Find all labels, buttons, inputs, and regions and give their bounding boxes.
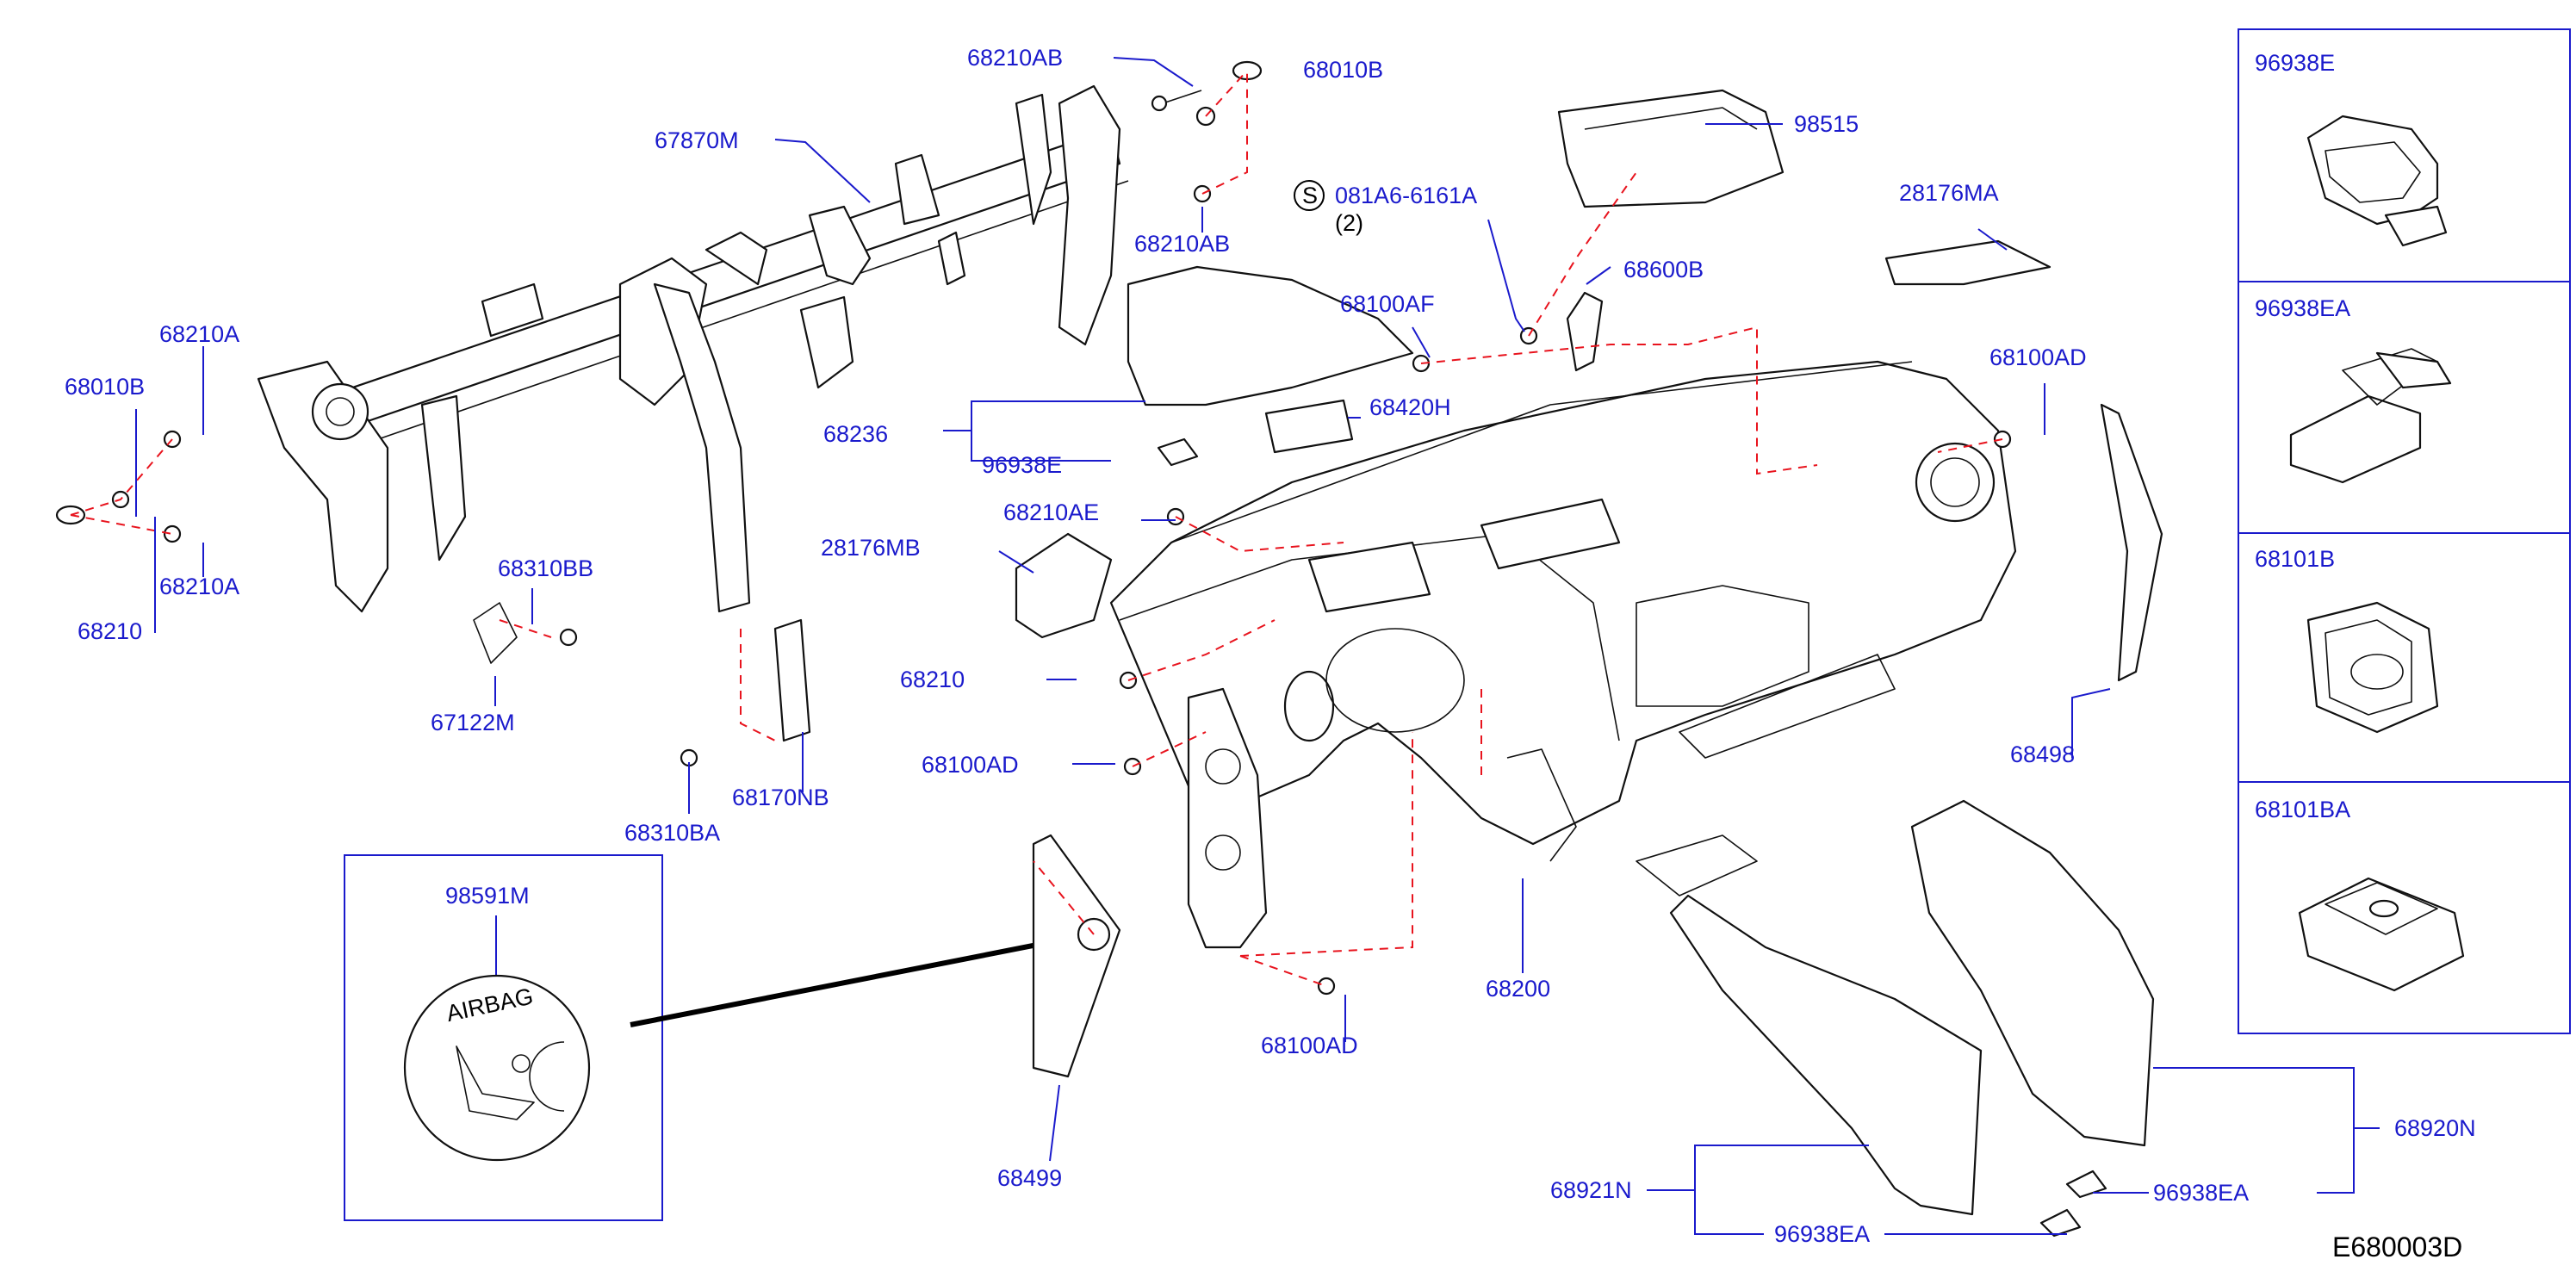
- steering-member-67870M: [257, 84, 1129, 613]
- callout-68498: 68498: [2010, 741, 2075, 767]
- callout-68310BB: 68310BB: [498, 555, 593, 581]
- passenger-airbag-98515: [1557, 89, 1785, 208]
- instrument-panel-68200: [1109, 360, 2017, 949]
- cover-68921N: [1669, 894, 1983, 1216]
- grille-28176MA: [1884, 239, 2051, 286]
- pointer-arrow: [630, 936, 1069, 1027]
- part-68420H-illustration: [1264, 399, 1354, 454]
- airbag-label-disc: [403, 974, 591, 1162]
- callout-labels: 68210AB 68010B 67870M 68210AB S 081A6-61…: [65, 45, 2476, 1262]
- callout-68210-mid: 68210: [900, 667, 965, 692]
- callout-68921N: 68921N: [1550, 1177, 1632, 1203]
- clip-68101B-illustration: [2306, 601, 2439, 734]
- callout-68210AE: 68210AE: [1003, 499, 1099, 525]
- callout-68210A-2: 68210A: [159, 574, 239, 599]
- callout-68499: 68499: [997, 1165, 1062, 1191]
- callout-96938EA-right: 96938EA: [2153, 1180, 2249, 1206]
- callout-68236: 68236: [823, 421, 888, 447]
- callout-68420H: 68420H: [1369, 394, 1451, 420]
- callout-081A6-6161A: 081A6-6161A: [1335, 183, 1477, 208]
- side-panel-label-2: 96938EA: [2255, 295, 2350, 321]
- callout-68170NB: 68170NB: [732, 785, 829, 810]
- side-panel: 96938E 96938EA 68101B 68101BA: [2238, 28, 2571, 1034]
- side-lid-68499: [1032, 834, 1121, 1078]
- callout-67122M: 67122M: [431, 710, 515, 735]
- callout-68100AD-bottom: 68100AD: [1261, 1033, 1358, 1058]
- airbag-seat-icon: [456, 1041, 565, 1120]
- clip-68101BA-illustration: [2298, 877, 2465, 992]
- airbag-inset-frame: [344, 854, 663, 1221]
- callout-081A6-symbol: S: [1302, 183, 1318, 208]
- callout-98591M: 98591M: [445, 883, 530, 909]
- bracket-68600B: [1566, 291, 1604, 372]
- part-67122M-illustration: [473, 602, 518, 664]
- side-panel-label-4: 68101BA: [2255, 797, 2350, 822]
- clip-96938E-illustration: [2306, 115, 2448, 247]
- bracket-68170NB: [773, 618, 811, 742]
- s-symbol-circle: [1294, 180, 1325, 211]
- callout-68210A-1: 68210A: [159, 321, 239, 347]
- callout-68200: 68200: [1486, 976, 1550, 1002]
- dashed-connections: [70, 70, 2003, 987]
- lower-cover-68920N: [1910, 799, 2155, 1147]
- callout-68100AD-left: 68100AD: [922, 752, 1019, 778]
- callout-68100AD-right: 68100AD: [1989, 344, 2087, 370]
- diagram-code: E680003D: [2332, 1231, 2462, 1262]
- callout-67870M: 67870M: [655, 127, 739, 153]
- side-panel-label-3: 68101B: [2255, 546, 2335, 572]
- callout-68210AB-mid: 68210AB: [1134, 231, 1230, 257]
- callout-98515: 98515: [1794, 111, 1859, 137]
- callout-68100AF: 68100AF: [1340, 291, 1435, 317]
- airbag-label-inset: 98591M AIRBAG: [344, 854, 663, 1221]
- callout-96938E-mid: 96938E: [982, 452, 1062, 478]
- callout-68010B-top: 68010B: [1303, 57, 1383, 83]
- callout-68600B: 68600B: [1623, 257, 1704, 282]
- cover-28176MB: [1015, 532, 1113, 639]
- callout-68210AB-top: 68210AB: [967, 45, 1063, 71]
- side-panel-label-1: 96938E: [2255, 50, 2335, 76]
- callout-68210-left: 68210: [78, 618, 142, 644]
- side-panel-frame: [2238, 28, 2571, 1034]
- callout-68920N: 68920N: [2394, 1115, 2476, 1141]
- leader-lines: [135, 57, 2380, 1235]
- callout-28176MB: 28176MB: [821, 535, 921, 561]
- callout-96938EA-bottom: 96938EA: [1774, 1221, 1870, 1247]
- side-trim-68498: [2100, 403, 2163, 682]
- callout-28176MA: 28176MA: [1899, 180, 1999, 206]
- clip-96938EA-illustration: [2289, 348, 2452, 484]
- callout-68010B-left: 68010B: [65, 374, 145, 400]
- callout-081A6-qty: (2): [1335, 210, 1363, 236]
- callout-68310BA: 68310BA: [624, 820, 720, 846]
- fasteners: [55, 60, 2107, 1238]
- cluster-hood-68236: [1127, 265, 1414, 406]
